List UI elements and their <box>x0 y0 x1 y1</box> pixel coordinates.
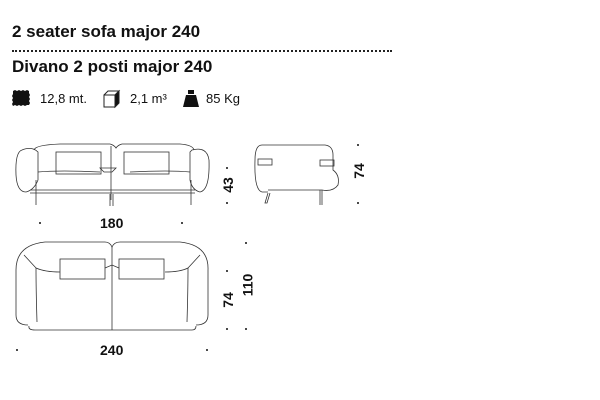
dim-top-seat-depth: 74 <box>219 292 236 308</box>
sofa-top-view <box>15 241 209 331</box>
weight-amount: 85 Kg <box>206 91 240 106</box>
dim-total-height: 74 <box>350 163 367 179</box>
dim-top-depth: 110 <box>239 273 256 297</box>
volume-amount: 2,1 m³ <box>130 91 167 106</box>
dim-seat-height: 43 <box>219 177 236 193</box>
weight-icon <box>183 90 199 107</box>
product-title-it: Divano 2 posti major 240 <box>12 57 213 76</box>
sofa-front-view <box>15 143 210 206</box>
fabric-amount: 12,8 mt. <box>40 91 87 106</box>
dim-front-width: 180 <box>100 215 124 231</box>
product-title-en: 2 seater sofa major 240 <box>12 22 201 41</box>
dimension-markers <box>16 144 359 351</box>
dim-top-width: 240 <box>100 342 124 358</box>
sofa-side-view <box>254 144 339 205</box>
fabric-swatch-icon <box>12 90 30 106</box>
dotted-divider <box>12 50 392 52</box>
cube-icon <box>103 89 121 109</box>
